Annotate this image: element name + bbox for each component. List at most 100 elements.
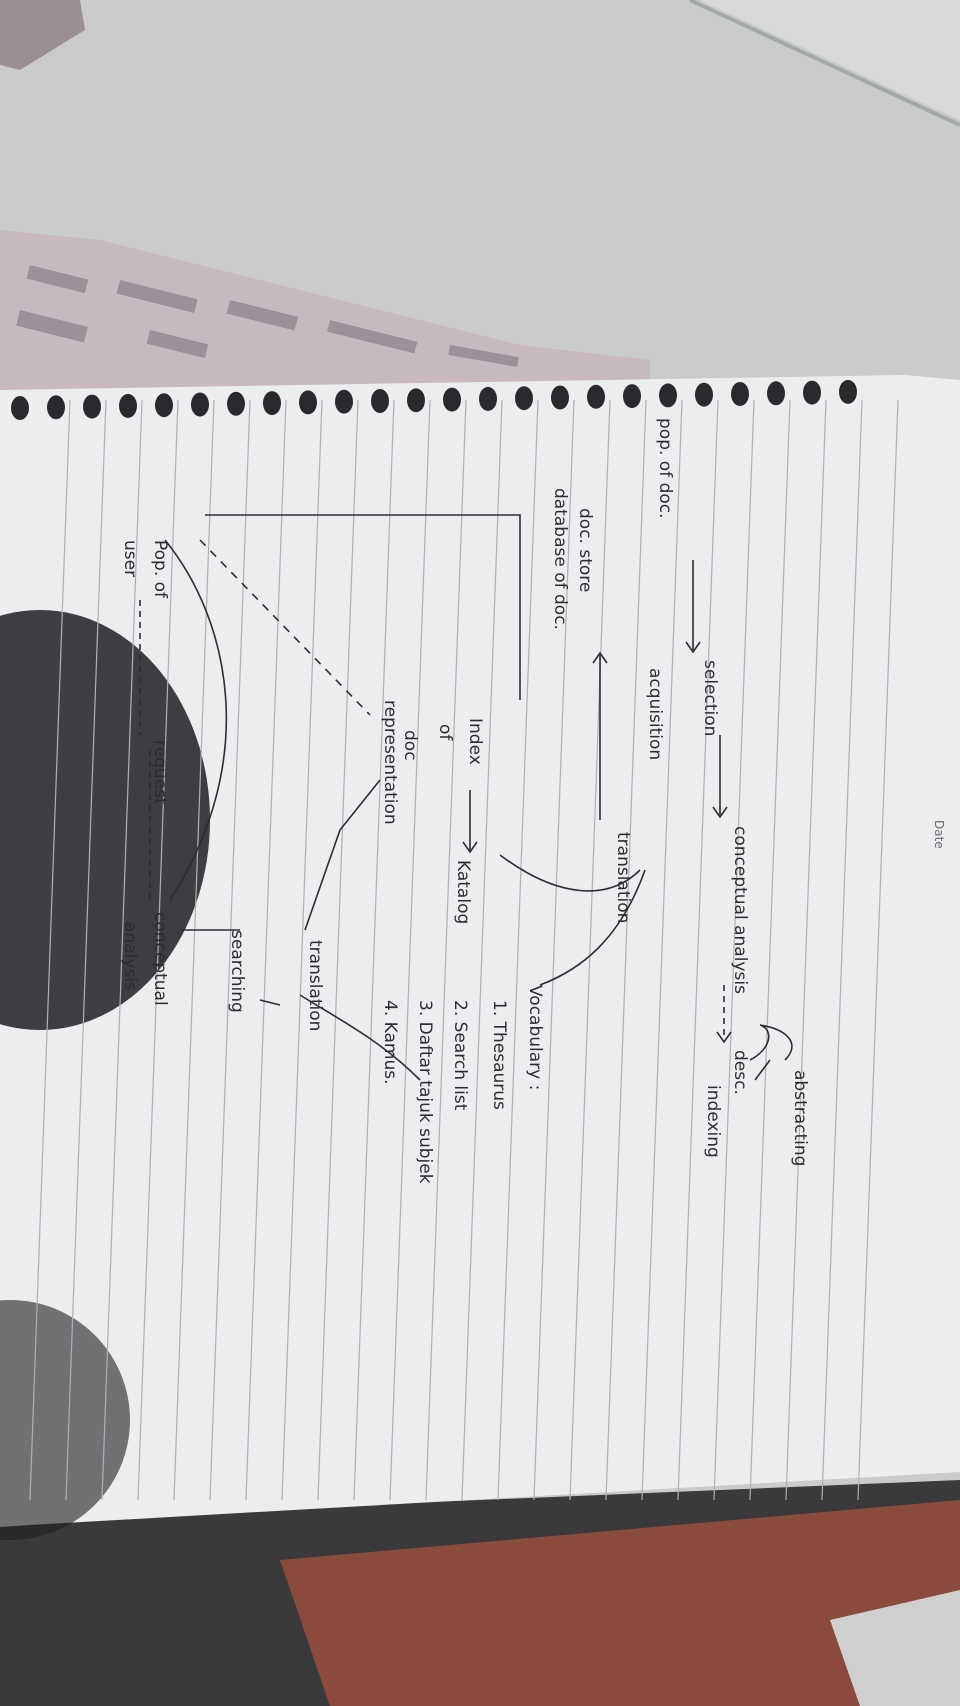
ruled-line [101, 399, 143, 1501]
arrow-head [462, 841, 478, 854]
binder-hole [659, 383, 677, 408]
binder-hole [299, 390, 317, 415]
rust-surface [280, 1500, 960, 1706]
corner-object [0, 0, 85, 70]
table-highlight [700, 0, 960, 120]
label-conceptual-1: conceptual [150, 912, 170, 1006]
label-thesaurus: 1. Thesaurus [489, 1000, 509, 1110]
hand-shadow [0, 610, 210, 1030]
ruled-line [209, 399, 251, 1501]
label-pop-of-user-1: Pop. of [150, 540, 170, 599]
binder-hole [11, 396, 29, 420]
label-indexing: indexing [703, 1085, 723, 1158]
label-doc-store: doc. store [575, 508, 595, 592]
label-desc: desc. [730, 1050, 750, 1095]
bottom-shadow [0, 1300, 130, 1540]
binder-hole [119, 393, 137, 418]
label-acquisition: acquisition [645, 668, 665, 760]
binder-hole [515, 386, 533, 411]
binder-hole [479, 386, 497, 411]
label-database-of-doc: database of doc. [550, 488, 570, 630]
binder-hole [83, 394, 101, 419]
arrow-head [592, 651, 608, 664]
ruled-line [353, 399, 395, 1501]
label-selection: selection [700, 660, 720, 736]
label-of: of [435, 724, 455, 741]
binder-hole [191, 392, 209, 417]
line-translation-index [499, 854, 641, 892]
binder-hole [839, 379, 857, 404]
ruled-line [29, 399, 71, 1501]
label-pop-of-user-2: user [120, 540, 140, 577]
label-searching: searching [227, 930, 247, 1013]
binder-hole [587, 384, 605, 409]
tick-translation [259, 999, 281, 1006]
ruled-line [677, 399, 719, 1501]
line-translation-mid [304, 779, 381, 931]
binder-hole [731, 382, 749, 406]
arrow-desc-indexing [754, 1059, 771, 1081]
ruled-line [173, 399, 215, 1501]
binder-hole [227, 391, 245, 416]
binder-hole [803, 380, 821, 405]
ruled-line [569, 399, 611, 1501]
line-translation-vocab [539, 869, 646, 986]
ruled-line [245, 399, 287, 1501]
label-request: request [150, 740, 170, 805]
pink-paper-pattern [16, 265, 519, 368]
handwritten-notes [139, 514, 793, 1081]
arrow-head [685, 641, 701, 654]
binder-hole [263, 391, 281, 416]
label-conceptual-analysis: conceptual analysis [730, 826, 750, 994]
dashed-user-repr [199, 539, 371, 716]
ruled-line [821, 399, 863, 1501]
label-index: Index [465, 718, 485, 765]
label-translation-mid: translation [305, 940, 325, 1031]
ruled-line [137, 399, 179, 1501]
binder-hole [623, 384, 641, 409]
label-vocabulary: Vocabulary : [525, 985, 545, 1090]
binder-holes [11, 379, 857, 420]
label-search-list: 2. Search list [450, 1000, 470, 1111]
label-pop-of-doc: pop. of doc. [655, 418, 675, 519]
binder-hole [443, 387, 461, 412]
arrow-head [716, 1031, 732, 1044]
label-doc-representation-2: representation [380, 700, 400, 825]
date-label: Date [932, 820, 946, 849]
label-translation-top: translation [613, 832, 633, 923]
label-kamus: 4. Kamus. [380, 1000, 400, 1085]
binder-hole [695, 382, 713, 407]
pink-paper [0, 230, 650, 420]
binder-hole [371, 389, 389, 413]
ruled-line [317, 399, 359, 1501]
label-katalog: Katalog [453, 860, 473, 924]
line-translation-daftar [299, 994, 421, 1081]
brace-desc [749, 1024, 793, 1061]
ruled-line [65, 399, 107, 1501]
label-doc-representation-1: doc [400, 730, 420, 761]
ruled-line [533, 399, 575, 1501]
binder-hole [407, 388, 425, 413]
note-labels: abstracting indexing desc. conceptual an… [120, 418, 810, 1184]
ruled-line [389, 399, 431, 1501]
ruled-line [461, 399, 503, 1501]
ruled-line [857, 399, 899, 1501]
binder-hole [551, 385, 569, 410]
corner-paper [830, 1590, 960, 1706]
ruled-line [281, 399, 323, 1501]
ruled-lines [29, 399, 899, 1501]
ruled-line [713, 399, 755, 1501]
binder-hole [335, 389, 353, 414]
ruled-line [605, 399, 647, 1501]
ruled-line [785, 399, 827, 1501]
label-abstracting: abstracting [790, 1070, 810, 1166]
binder-hole [155, 393, 173, 418]
ruled-line [425, 399, 467, 1501]
label-conceptual-2: analysis [120, 922, 140, 991]
label-daftar-tajuk: 3. Daftar tajuk subjek [415, 1000, 435, 1184]
ruled-line [749, 399, 791, 1501]
ruled-line [497, 399, 539, 1501]
curve-user-conceptual [164, 539, 228, 901]
